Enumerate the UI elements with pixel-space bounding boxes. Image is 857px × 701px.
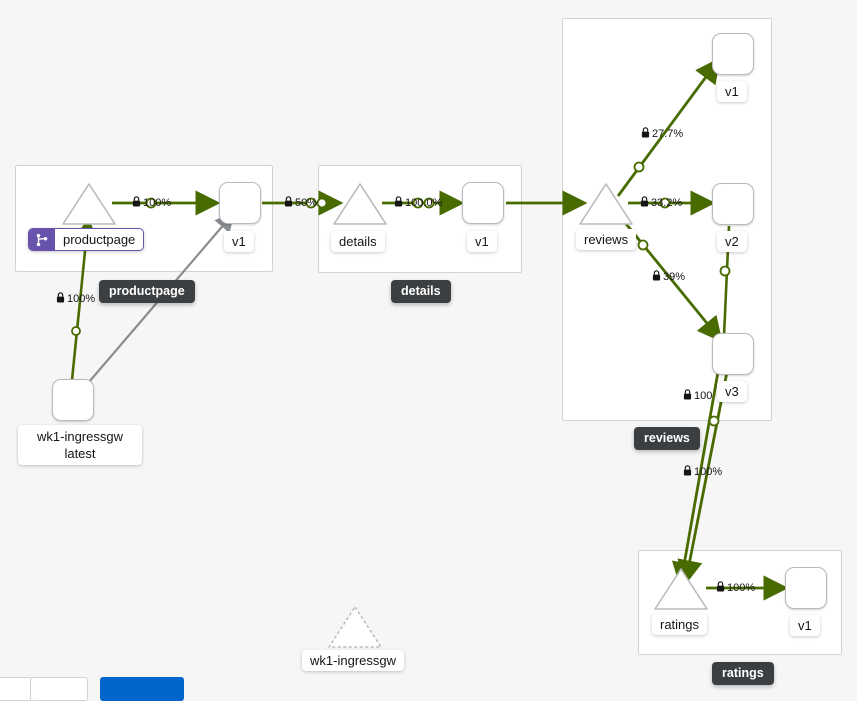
- edge-pct-reviews-svc-to-v2: 33.2%: [651, 197, 683, 209]
- node-label-productpage-v1[interactable]: v1: [224, 231, 254, 252]
- mtls-lock-icon: [683, 389, 692, 403]
- node-ratings-v1[interactable]: [785, 567, 827, 609]
- service-triangle-idle-icon: [328, 606, 382, 648]
- bottom-toolbar-chip-1[interactable]: [0, 677, 32, 701]
- mtls-lock-icon: [652, 270, 661, 284]
- node-label-ingressgw[interactable]: wk1-ingressgw latest: [18, 425, 142, 465]
- node-label-ratings-service[interactable]: ratings: [652, 614, 708, 635]
- service-triangle-icon: [579, 183, 633, 225]
- edge-label-productpage-v1-to-details: 50%: [284, 196, 317, 210]
- bottom-toolbar-chip-2[interactable]: [30, 677, 88, 701]
- mtls-lock-icon: [640, 196, 649, 210]
- bottom-toolbar-primary-button[interactable]: [100, 677, 184, 701]
- edge-pct-reviews-svc-to-v3: 39%: [663, 271, 686, 283]
- edge-pct-ratings-svc-to-v1: 100%: [727, 582, 756, 594]
- mtls-lock-icon: [284, 196, 293, 210]
- node-productpage-service[interactable]: [61, 181, 117, 230]
- mtls-lock-icon: [56, 292, 65, 306]
- node-label-ingressgw-line1: wk1-ingressgw: [37, 429, 123, 444]
- node-reviews-service[interactable]: [578, 181, 634, 230]
- edge-label-details-svc-to-v1: 100.0%: [394, 196, 442, 210]
- node-idle-ingressgw-service[interactable]: [327, 604, 383, 653]
- edge-label-reviews-v3-to-ratings-a: 100: [683, 389, 712, 403]
- service-triangle-icon: [333, 183, 387, 225]
- tooltip-ratings: ratings: [712, 662, 774, 685]
- node-label-details-v1[interactable]: v1: [467, 231, 497, 252]
- node-details-service[interactable]: [332, 181, 388, 230]
- node-label-reviews-v1[interactable]: v1: [717, 81, 747, 102]
- mtls-lock-icon: [132, 196, 141, 210]
- tooltip-reviews: reviews: [634, 427, 700, 450]
- node-label-reviews-v3[interactable]: v3: [717, 381, 747, 402]
- edge-pct-details-svc-to-v1: 100.0%: [405, 197, 443, 209]
- mtls-lock-icon: [683, 465, 692, 479]
- node-reviews-v2[interactable]: [712, 183, 754, 225]
- node-label-productpage-service[interactable]: productpage: [28, 228, 145, 251]
- edge-pct-productpage-v1-to-details: 50%: [295, 197, 318, 209]
- node-label-reviews-v2[interactable]: v2: [717, 231, 747, 252]
- edge-pct-ingressgw-to-productpage: 100%: [67, 293, 96, 305]
- node-label-ingressgw-line2: latest: [64, 446, 96, 461]
- node-label-productpage-text: productpage: [63, 232, 136, 247]
- node-label-reviews-service[interactable]: reviews: [576, 229, 637, 250]
- service-triangle-icon: [62, 183, 116, 225]
- edge-label-reviews-svc-to-v2: 33.2%: [640, 196, 682, 210]
- edge-label-ratings-svc-to-v1: 100%: [716, 581, 755, 595]
- node-productpage-v1[interactable]: [219, 182, 261, 224]
- edge-label-reviews-svc-to-v3: 39%: [652, 270, 685, 284]
- node-ingressgw-workload[interactable]: [52, 379, 94, 421]
- edge-pct-productpage-svc-to-v1: 100%: [143, 197, 172, 209]
- edge-label-productpage-svc-to-v1: 100%: [132, 196, 171, 210]
- edge-pct-reviews-v3-to-ratings-b: 100%: [694, 466, 723, 478]
- node-reviews-v3[interactable]: [712, 333, 754, 375]
- tooltip-productpage: productpage: [99, 280, 195, 303]
- edge-label-ingressgw-to-productpage: 100%: [56, 292, 95, 306]
- edge-pct-reviews-svc-to-v1: 27.7%: [652, 128, 684, 140]
- node-details-v1[interactable]: [462, 182, 504, 224]
- node-label-idle-ingressgw[interactable]: wk1-ingressgw: [302, 650, 404, 671]
- node-label-ratings-v1[interactable]: v1: [790, 615, 820, 636]
- tooltip-details: details: [391, 280, 451, 303]
- mtls-lock-icon: [716, 581, 725, 595]
- node-reviews-v1[interactable]: [712, 33, 754, 75]
- mtls-lock-icon: [641, 127, 650, 141]
- edge-label-reviews-svc-to-v1: 27.7%: [641, 127, 683, 141]
- node-ratings-service[interactable]: [653, 566, 709, 615]
- bottom-toolbar[interactable]: [0, 677, 857, 701]
- virtual-service-icon: [29, 229, 55, 250]
- service-triangle-icon: [654, 568, 708, 610]
- node-label-details-service[interactable]: details: [331, 231, 385, 252]
- edge-label-reviews-v3-to-ratings-b: 100%: [683, 465, 722, 479]
- edge-pct-reviews-v3-to-ratings-a: 100: [694, 390, 713, 402]
- mtls-lock-icon: [394, 196, 403, 210]
